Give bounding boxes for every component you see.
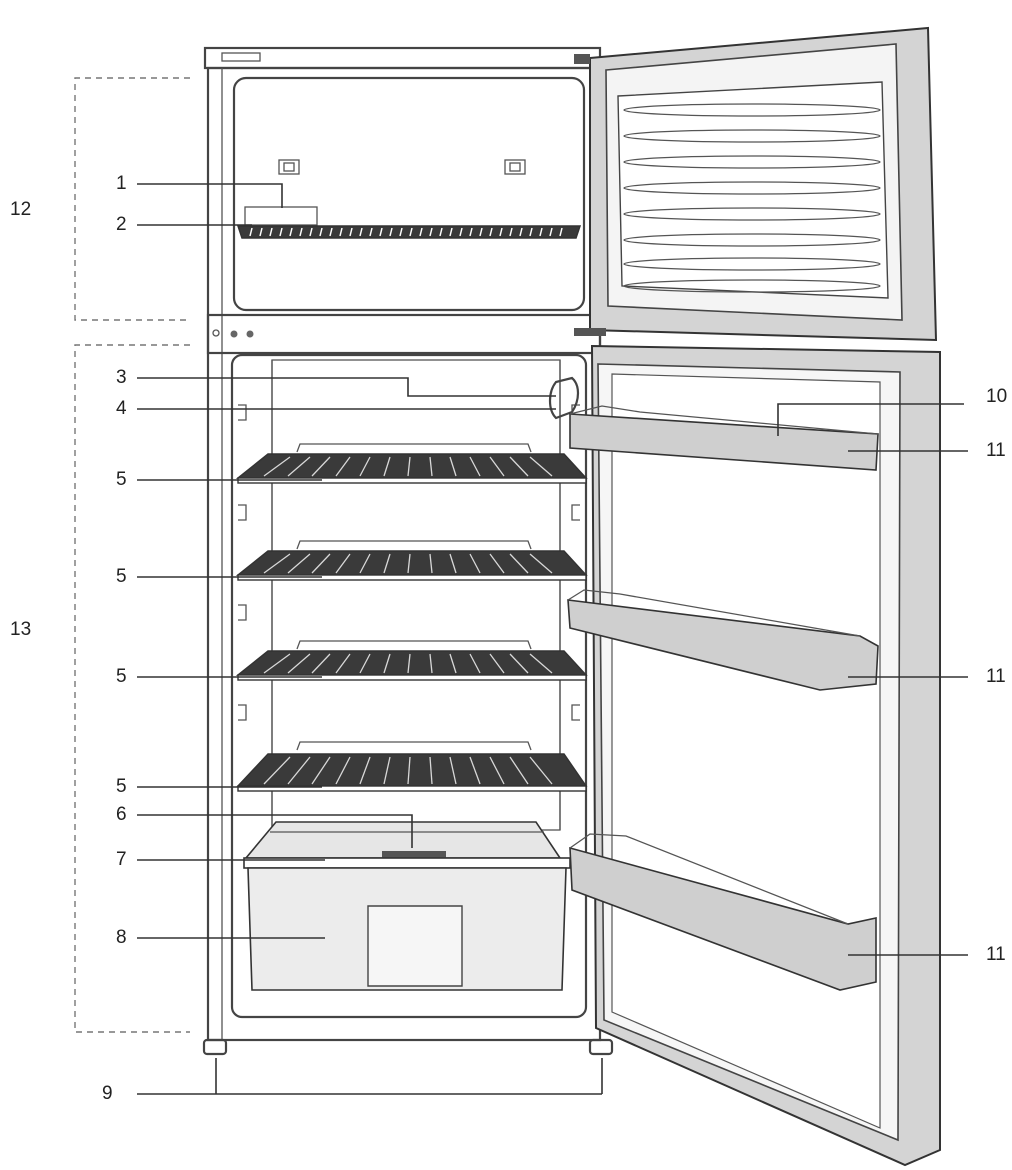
- callout-5b: 5: [116, 566, 127, 587]
- hinge-top: [574, 54, 590, 64]
- freezer-shelf: [236, 225, 582, 239]
- shelf-wire-stripes: [263, 456, 553, 785]
- callout-4: 4: [116, 398, 127, 419]
- callout-2: 2: [116, 214, 127, 235]
- leader-10: [777, 403, 964, 436]
- callout-11a: 11: [986, 440, 1006, 461]
- callout-12: 12: [10, 199, 31, 220]
- callout-11b: 11: [986, 666, 1006, 687]
- door-bin-bottom: [569, 833, 877, 991]
- foot-left: [202, 1038, 228, 1056]
- shelf-3: [235, 640, 588, 681]
- fridge-compartment: [230, 353, 588, 1019]
- callout-labels: 1 2 3 4 5 5 5 5 6 7 8 9 10 11 11 11 12 1…: [10, 173, 1007, 1104]
- callout-5a: 5: [116, 469, 127, 490]
- leader-1: [137, 183, 283, 208]
- freezer-door-ribs: [623, 103, 881, 293]
- callout-13: 13: [10, 619, 31, 640]
- control-knob: [246, 330, 254, 338]
- freezer-door: [574, 26, 938, 342]
- callout-1: 1: [116, 173, 127, 194]
- leader-3: [137, 377, 556, 397]
- callout-3: 3: [116, 367, 127, 388]
- shelf-clip: [504, 159, 526, 175]
- shelf-1: [235, 443, 588, 484]
- callout-9: 9: [102, 1083, 113, 1104]
- leader-lines: [137, 183, 968, 1095]
- door-bin-top: [569, 405, 879, 471]
- lamp-housing: [548, 376, 580, 420]
- foot-right: [588, 1038, 614, 1056]
- shelf-clip: [278, 159, 300, 175]
- control-knob: [212, 329, 220, 337]
- bracket-fridge: [74, 344, 190, 1033]
- leader-6: [137, 814, 413, 848]
- callout-8: 8: [116, 927, 127, 948]
- crisper-handle: [367, 905, 463, 987]
- callout-10: 10: [986, 386, 1007, 407]
- control-knob: [230, 330, 238, 338]
- crisper-vent: [382, 851, 446, 858]
- callout-11c: 11: [986, 944, 1006, 965]
- bracket-freezer: [74, 77, 190, 321]
- door-bin-middle: [567, 589, 879, 691]
- fridge-door: [567, 344, 941, 1167]
- crisper-cover: [244, 821, 562, 859]
- ice-tray: [244, 206, 318, 226]
- callout-7: 7: [116, 849, 127, 870]
- shelf-4: [236, 741, 588, 792]
- shelf-2: [235, 540, 588, 581]
- crisper-drawer: [243, 857, 571, 991]
- callout-6: 6: [116, 804, 127, 825]
- hinge-middle: [574, 328, 606, 336]
- callout-5d: 5: [116, 776, 127, 797]
- freezer-compartment: [232, 76, 586, 312]
- callout-5c: 5: [116, 666, 127, 687]
